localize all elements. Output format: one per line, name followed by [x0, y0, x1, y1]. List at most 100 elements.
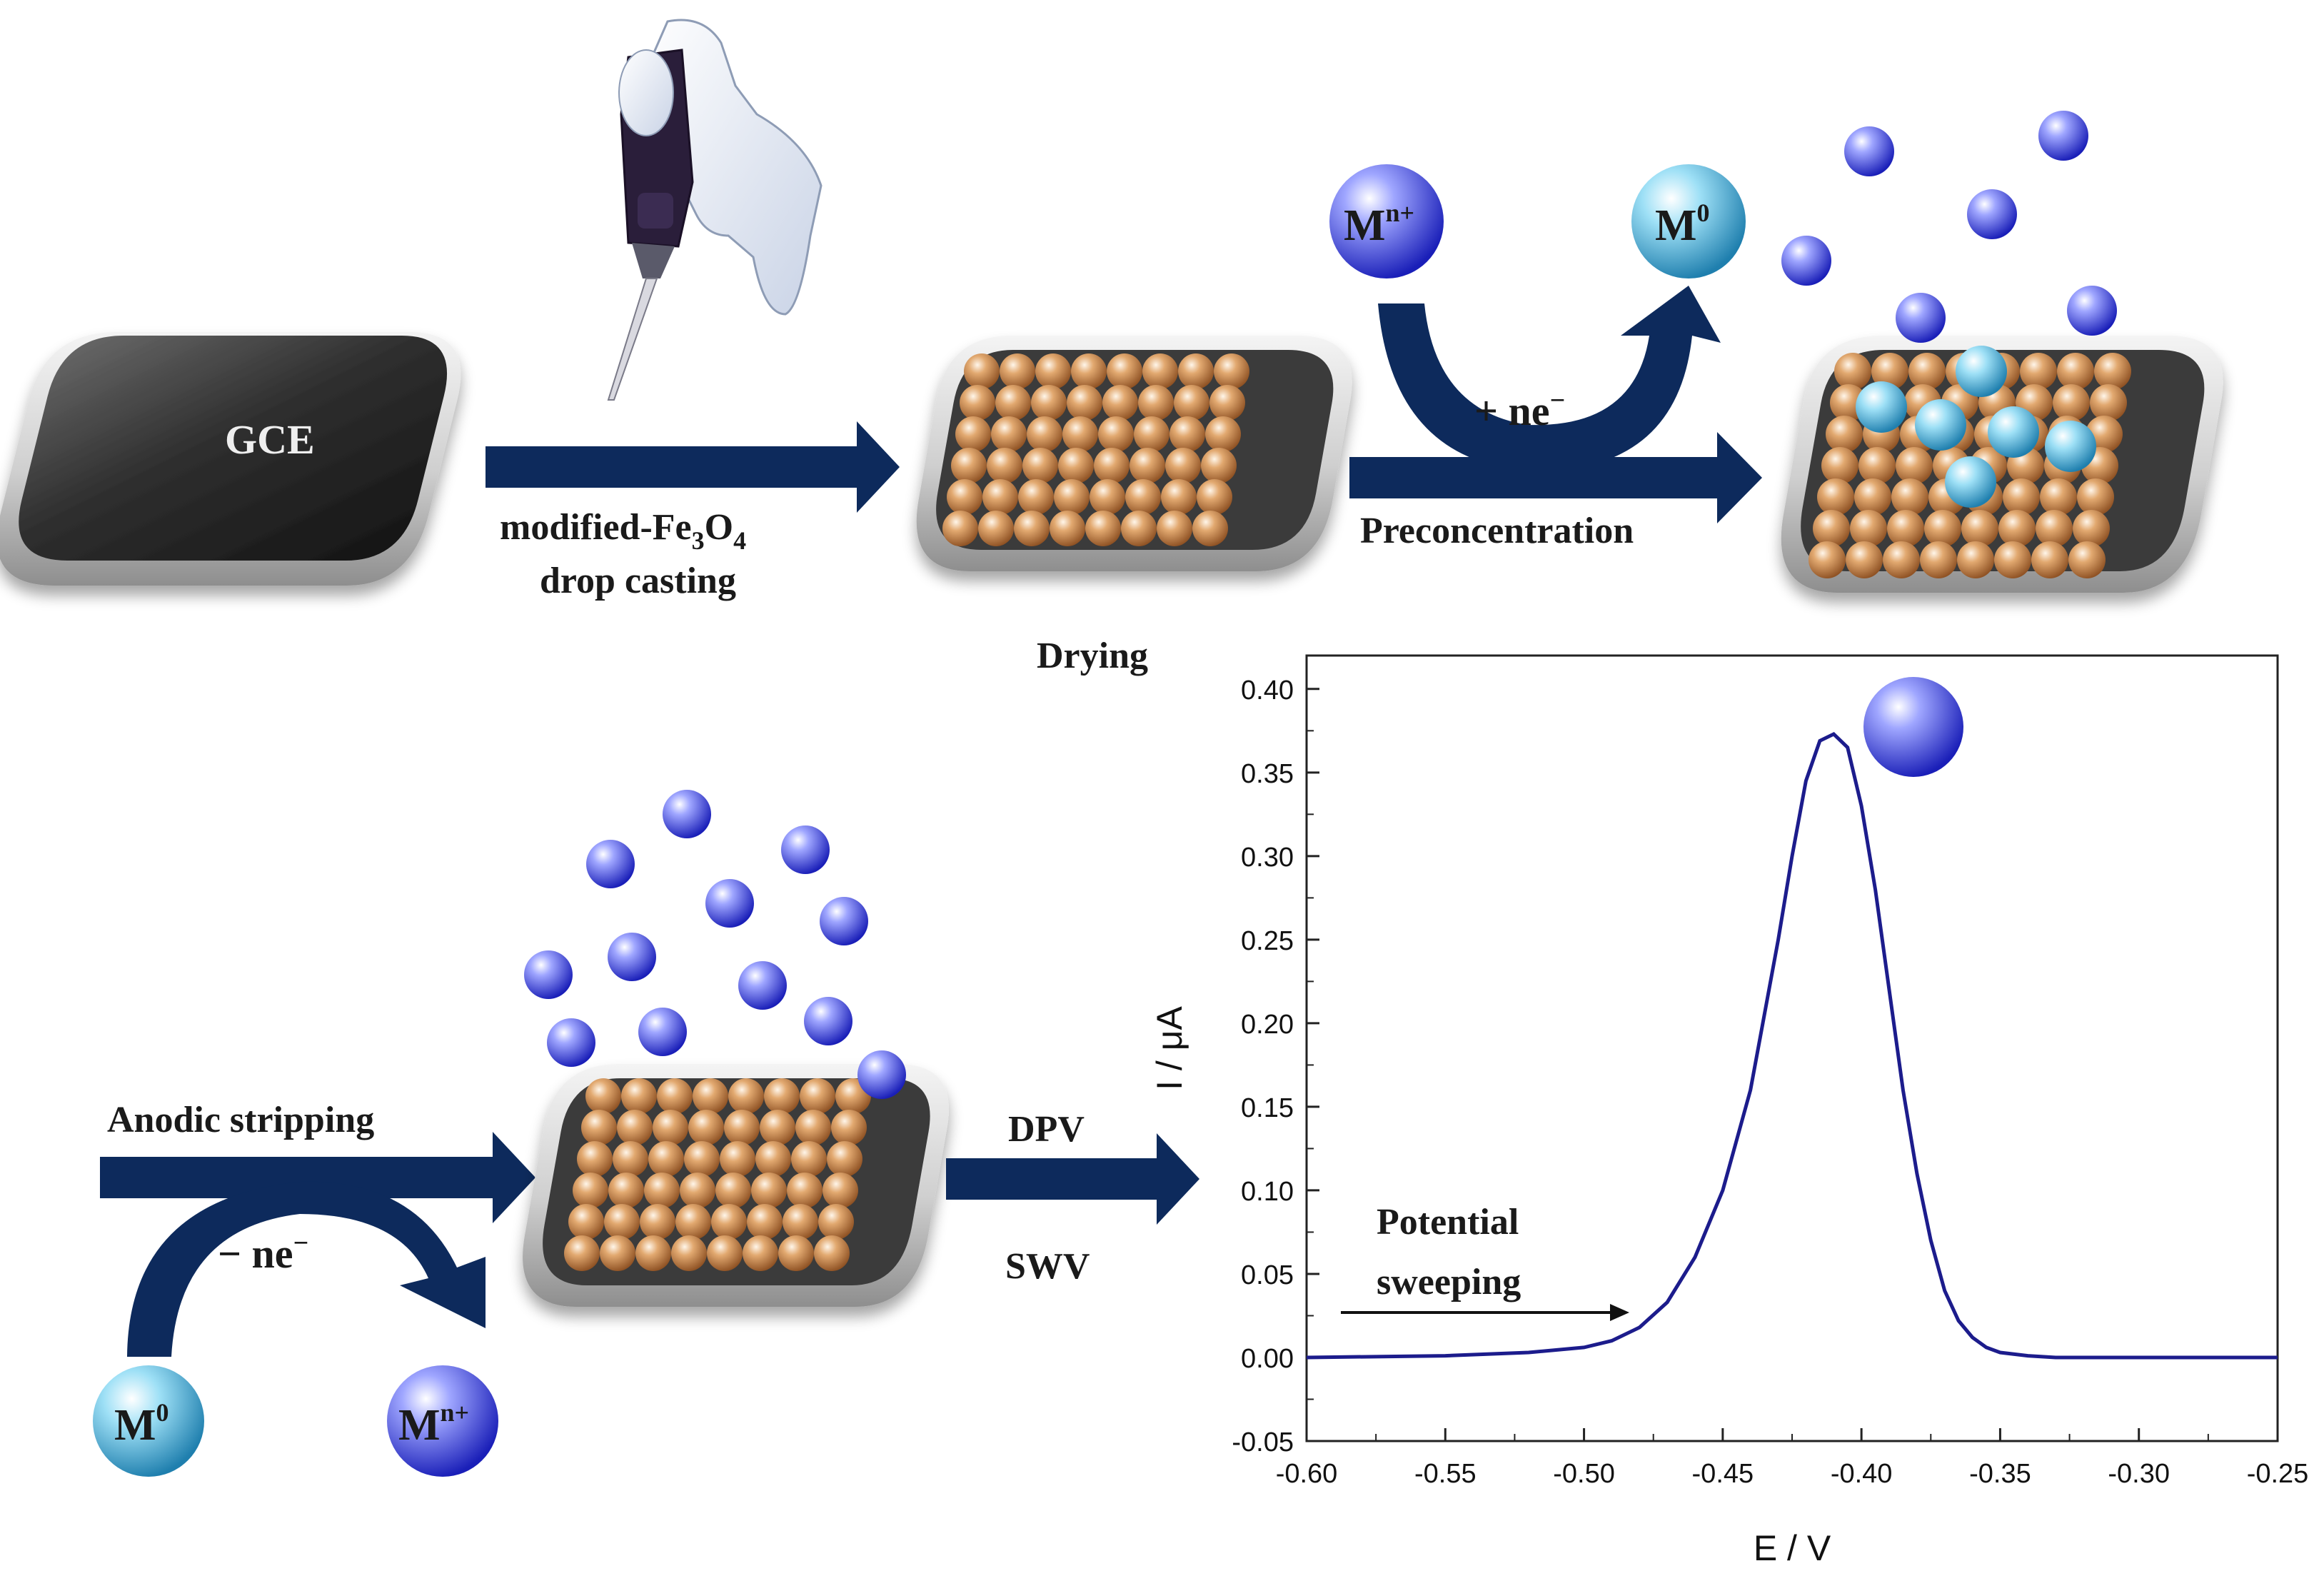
fe3o4-particle	[1201, 448, 1237, 483]
fe3o4-particle	[1854, 478, 1891, 516]
floating-ion	[524, 950, 573, 999]
fe3o4-particle	[671, 1235, 707, 1271]
fe3o4-particle	[2094, 353, 2131, 390]
x-tick-label: -0.55	[1414, 1459, 1477, 1489]
gce-label: GCE	[225, 416, 315, 463]
x-tick-label: -0.60	[1276, 1459, 1338, 1489]
fe3o4-particle	[827, 1141, 862, 1177]
floating-ion	[781, 825, 830, 874]
fe3o4-particle	[640, 1204, 675, 1240]
fe3o4-particle	[778, 1235, 814, 1271]
fe3o4-particle	[1169, 416, 1205, 452]
fe3o4-particle	[1165, 448, 1201, 483]
series-line	[1306, 731, 2278, 1360]
fe3o4-particle	[747, 1204, 783, 1240]
fe3o4-particle	[1134, 416, 1169, 452]
drying-label: Drying	[1037, 636, 1148, 676]
fe3o4-particle	[720, 1141, 755, 1177]
pipette-hand-icon	[607, 19, 823, 401]
fe3o4-particle	[2040, 478, 2077, 516]
floating-ion	[804, 997, 852, 1045]
fe3o4-particle	[1883, 541, 1920, 578]
floating-ion	[820, 897, 868, 945]
fe3o4-particle	[755, 1141, 791, 1177]
fe3o4-particle	[621, 1078, 657, 1114]
reduction-curved-arrow	[1378, 286, 1721, 471]
fe3o4-particle	[1067, 385, 1102, 421]
gce-electrode	[0, 332, 461, 586]
metal-deposit	[2045, 421, 2096, 472]
fe3o4-particle	[2090, 384, 2127, 421]
fe3o4-particle	[2020, 353, 2057, 390]
m0-label: M0	[1655, 199, 1710, 250]
y-tick-label: 0.00	[1241, 1344, 1294, 1374]
sweeping-label: sweeping	[1377, 1262, 1521, 1303]
fe3o4-particle	[2057, 353, 2094, 390]
fe3o4-particle	[831, 1110, 867, 1145]
fe3o4-particle	[1130, 448, 1165, 483]
fe3o4-particle	[573, 1173, 608, 1208]
fe3o4-particle	[818, 1204, 854, 1240]
fe3o4-particle	[800, 1078, 835, 1114]
floating-ion	[586, 840, 635, 888]
fe3o4-particle	[693, 1078, 728, 1114]
fe3o4-particle	[791, 1141, 827, 1177]
fe3o4-particle	[608, 1173, 644, 1208]
fe3o4-particle	[728, 1078, 764, 1114]
fe3o4-particle	[1998, 510, 2036, 547]
fe3o4-particle	[613, 1141, 648, 1177]
metal-deposit	[1945, 456, 1996, 508]
fe3o4-particle	[1000, 353, 1035, 389]
fe3o4-particle	[568, 1204, 604, 1240]
fe3o4-particle	[2053, 384, 2090, 421]
fe3o4-particles-3	[564, 1078, 871, 1271]
minus-ne-label: − ne−	[218, 1228, 308, 1277]
fe3o4-particle	[1054, 479, 1090, 515]
y-tick-label: 0.10	[1241, 1177, 1294, 1207]
fe3o4-particle	[1018, 479, 1054, 515]
fe3o4-particle	[1920, 541, 1957, 578]
fe3o4-particle	[1957, 541, 1994, 578]
fe3o4-particle	[635, 1235, 671, 1271]
fe3o4-particle	[1896, 447, 1933, 484]
fe3o4-particle	[1178, 353, 1214, 389]
metal-deposit	[1856, 381, 1907, 433]
fe3o4-particle	[1027, 416, 1062, 452]
fe3o4-particle	[648, 1141, 684, 1177]
fe3o4-particle	[2073, 510, 2110, 547]
fe3o4-particle	[581, 1110, 617, 1145]
fe3o4-particle	[1834, 353, 1871, 390]
fe3o4-particle	[675, 1204, 711, 1240]
x-tick-label: -0.40	[1831, 1459, 1893, 1489]
fe3o4-particle	[2031, 541, 2068, 578]
fe3o4-particle	[585, 1078, 621, 1114]
floating-ion	[663, 790, 711, 838]
fe3o4-particle	[795, 1110, 831, 1145]
fe3o4-particle	[964, 353, 1000, 389]
metal-deposit	[1915, 399, 1966, 451]
metal-deposit	[1956, 346, 2007, 397]
fe3o4-particle	[564, 1235, 600, 1271]
fe3o4-particle	[942, 511, 978, 546]
fe3o4-particle	[1908, 353, 1946, 390]
fe3o4-particle	[1961, 510, 1998, 547]
fe3o4-particle	[680, 1173, 715, 1208]
anodic-label: Anodic stripping	[107, 1100, 374, 1140]
fe3o4-particle	[823, 1173, 858, 1208]
floating-ion	[2038, 111, 2088, 161]
fe3o4-particle	[1813, 510, 1850, 547]
floating-ion	[705, 879, 754, 928]
m0-ion-bottom: M0	[93, 1365, 204, 1477]
fe3o4-particle	[960, 385, 995, 421]
fe3o4-particle	[995, 385, 1031, 421]
m0-ion-top: M0	[1631, 164, 1746, 278]
y-tick-label: 0.05	[1241, 1260, 1294, 1290]
fe3o4-particle	[1192, 511, 1228, 546]
floating-ions-top	[1781, 111, 2117, 343]
fe3o4-particle	[1071, 353, 1107, 389]
fe3o4-particle	[1098, 416, 1134, 452]
fe3o4-particle	[1209, 385, 1245, 421]
fe3o4-particle	[711, 1204, 747, 1240]
fe3o4-particle	[764, 1078, 800, 1114]
